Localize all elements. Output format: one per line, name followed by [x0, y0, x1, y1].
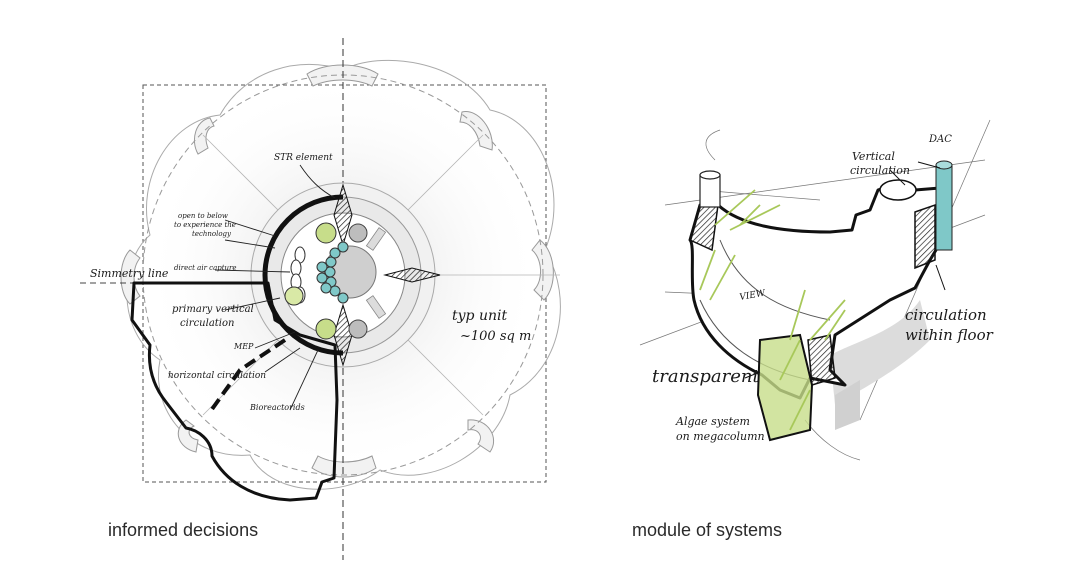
structure-arm-right: [383, 267, 441, 283]
axo-core-drum: [879, 179, 917, 201]
label-bioreactor: Bioreactorids: [249, 403, 305, 412]
label-algae-2: on megacolumn: [676, 430, 765, 443]
label-typ-unit-1: typ unit: [452, 308, 507, 324]
axo-circulation-arrows: [744, 161, 946, 379]
floor-plan-diagram: STR element open to below to experience …: [80, 38, 561, 560]
axonometric-sketch: DAC Vertical circulation VIEW circulatio…: [639, 119, 994, 461]
label-within-1: circulation: [905, 306, 987, 324]
structure-arm-bottom: [333, 303, 353, 367]
label-transparent: transparent: [652, 366, 761, 387]
plan-leaders: [214, 164, 336, 411]
primary-circulation-highlight: [284, 286, 304, 306]
label-primary-1: primary vertical: [172, 304, 254, 315]
label-open-below-3: technology: [192, 230, 232, 238]
caption-module-of-systems: module of systems: [632, 520, 783, 540]
label-mep: MEP: [233, 342, 254, 351]
algae-tank-top: [315, 222, 337, 244]
label-horizontal: horizontal circulation: [168, 371, 266, 381]
axo-wall-core: [914, 203, 936, 270]
axo-floor-slab: [688, 185, 947, 400]
label-vertical-1: Vertical: [852, 150, 895, 163]
axo-wall-right: [807, 334, 836, 386]
label-direct-air: direct air capture: [174, 264, 237, 272]
bioreactor-cluster: [316, 241, 349, 304]
caption-informed-decisions: informed decisions: [108, 520, 259, 540]
service-shaft-top: [348, 223, 368, 243]
unit-perimeter: [130, 281, 339, 502]
label-symmetry: Simmetry line: [90, 267, 169, 280]
algae-tank-bottom: [315, 318, 337, 340]
label-open-below-2: to experience the: [174, 221, 236, 229]
label-dac: DAC: [928, 134, 952, 145]
label-within-2: within floor: [905, 326, 994, 344]
axo-base-shadow: [835, 380, 860, 430]
axo-slab-shadow: [830, 300, 930, 405]
petal-lobes: [120, 64, 554, 478]
label-algae-1: Algae system: [675, 415, 750, 428]
axo-dac-tube: [935, 160, 953, 251]
label-open-below-1: open to below: [178, 212, 228, 220]
axo-airflow-arrows: [699, 189, 846, 431]
axo-algae-megacolumn: [756, 333, 814, 442]
service-shaft-bottom: [348, 319, 368, 339]
label-typ-unit-2: ~100 sq m: [460, 329, 531, 344]
core-wall-thick: [262, 194, 344, 356]
label-str-element: STR element: [274, 153, 333, 163]
axo-column-cylinder: [699, 170, 721, 208]
core-spokes: [365, 227, 387, 319]
axo-slab-inner-curve: [719, 239, 831, 321]
label-primary-2: circulation: [180, 318, 234, 329]
horizontal-circulation-path: [208, 338, 287, 414]
label-view: VIEW: [739, 288, 767, 302]
label-vertical-2: circulation: [850, 164, 910, 177]
